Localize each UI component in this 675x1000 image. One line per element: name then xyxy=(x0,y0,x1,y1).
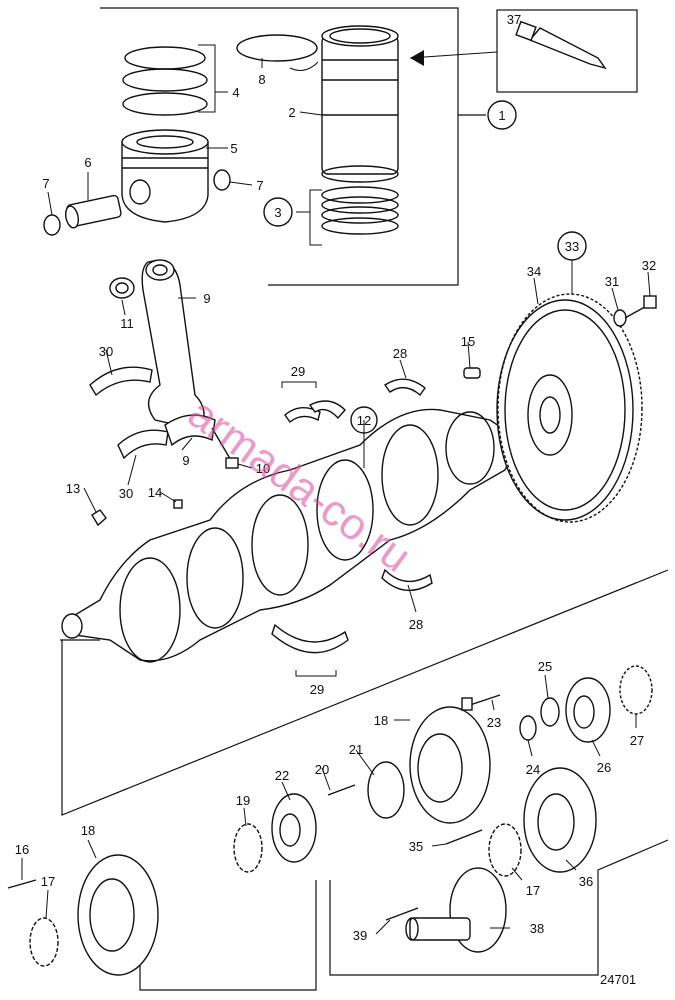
callout-20: 20 xyxy=(315,762,329,777)
thrust-washers-29 xyxy=(271,381,349,677)
sealant-tube-37 xyxy=(409,9,638,93)
pulley-36 xyxy=(523,767,597,873)
callout-10: 10 xyxy=(256,461,270,476)
o-ring-8 xyxy=(236,34,319,71)
callout-9a: 9 xyxy=(203,291,210,306)
callout-36: 36 xyxy=(579,874,593,889)
callout-2: 2 xyxy=(288,105,295,120)
callout-21: 21 xyxy=(349,742,363,757)
callout-6: 6 xyxy=(84,155,91,170)
callout-35: 35 xyxy=(409,839,423,854)
callout-23: 23 xyxy=(487,715,501,730)
callout-circle-3 xyxy=(263,197,293,227)
washer-24 xyxy=(519,715,537,741)
bolt-35 xyxy=(445,829,483,845)
callout-labels: 1 2 3 4 5 6 7 7 8 9 9 10 11 12 13 14 15 … xyxy=(15,12,656,943)
callout-17a: 17 xyxy=(41,874,55,889)
callout-7b: 7 xyxy=(256,178,263,193)
callout-circle-12 xyxy=(350,406,378,434)
bolt-23 xyxy=(461,694,501,711)
seal-ring-21 xyxy=(367,761,405,819)
callout-11: 11 xyxy=(120,316,134,331)
callout-7a: 7 xyxy=(42,176,49,191)
callout-12: 12 xyxy=(357,413,371,428)
callout-26: 26 xyxy=(597,760,611,775)
callout-22: 22 xyxy=(275,768,289,783)
connecting-rod-9 xyxy=(141,259,205,431)
liner-2 xyxy=(321,25,399,183)
gasket-17-lower xyxy=(29,917,59,967)
gasket-17-upper xyxy=(488,823,522,877)
callout-circle-33 xyxy=(557,231,587,261)
bolt-39 xyxy=(385,907,419,921)
damper-18-upper xyxy=(409,706,491,824)
leader-lines xyxy=(21,58,651,935)
callout-39: 39 xyxy=(353,928,367,943)
callout-circle-1 xyxy=(487,100,517,130)
rod-cap-9 xyxy=(164,414,216,447)
rod-bearing-shells-30 xyxy=(89,366,169,460)
callout-25: 25 xyxy=(538,659,552,674)
callout-8: 8 xyxy=(258,72,265,87)
callout-32: 32 xyxy=(642,258,656,273)
o-ring-25 xyxy=(540,697,560,727)
hub-22 xyxy=(271,793,317,863)
rod-bolt-10 xyxy=(211,427,239,469)
pin-20 xyxy=(327,784,356,796)
piston-5 xyxy=(121,129,209,223)
callout-3: 3 xyxy=(274,205,281,220)
callout-28b: 28 xyxy=(409,617,423,632)
callout-34: 34 xyxy=(527,264,541,279)
callout-19: 19 xyxy=(236,793,250,808)
figure-number: 24701 xyxy=(600,972,636,987)
liner-seal-rings-3 xyxy=(321,186,399,235)
callout-30a: 30 xyxy=(99,344,113,359)
callout-38: 38 xyxy=(530,921,544,936)
callout-31: 31 xyxy=(605,274,619,289)
callout-30b: 30 xyxy=(119,486,133,501)
bushing-11 xyxy=(109,277,135,299)
callout-13: 13 xyxy=(66,481,80,496)
gear-27 xyxy=(619,665,653,715)
callout-15: 15 xyxy=(461,334,475,349)
hub-38 xyxy=(405,867,507,953)
callout-18b: 18 xyxy=(81,823,95,838)
main-bearing-shells-28 xyxy=(381,378,433,591)
piston-pin-6 xyxy=(65,194,122,229)
callout-27: 27 xyxy=(630,733,644,748)
callout-17b: 17 xyxy=(526,883,540,898)
damper-18-lower xyxy=(77,854,159,976)
callout-37: 37 xyxy=(507,12,521,27)
callout-33: 33 xyxy=(565,239,579,254)
callout-4: 4 xyxy=(232,85,239,100)
callout-5: 5 xyxy=(230,141,237,156)
callout-18a: 18 xyxy=(374,713,388,728)
key-13 xyxy=(91,509,107,527)
callout-16: 16 xyxy=(15,842,29,857)
piston-rings-4 xyxy=(122,44,228,116)
callout-1: 1 xyxy=(498,108,505,123)
flywheel-34 xyxy=(496,299,634,521)
callout-14: 14 xyxy=(148,485,162,500)
callout-9b: 9 xyxy=(182,453,189,468)
plug-14 xyxy=(173,499,183,509)
callout-24: 24 xyxy=(526,762,540,777)
callout-29b: 29 xyxy=(310,682,324,697)
bolt-16 xyxy=(7,879,37,889)
crankshaft-12 xyxy=(61,408,521,663)
dowel-15 xyxy=(463,367,481,379)
gasket-19 xyxy=(233,823,263,873)
ring-gear-33 xyxy=(497,293,643,523)
washer-31 xyxy=(613,309,627,327)
callout-29a: 29 xyxy=(291,364,305,379)
flywheel-bolt-32 xyxy=(624,295,657,319)
callout-28a: 28 xyxy=(393,346,407,361)
hub-26 xyxy=(565,677,611,743)
